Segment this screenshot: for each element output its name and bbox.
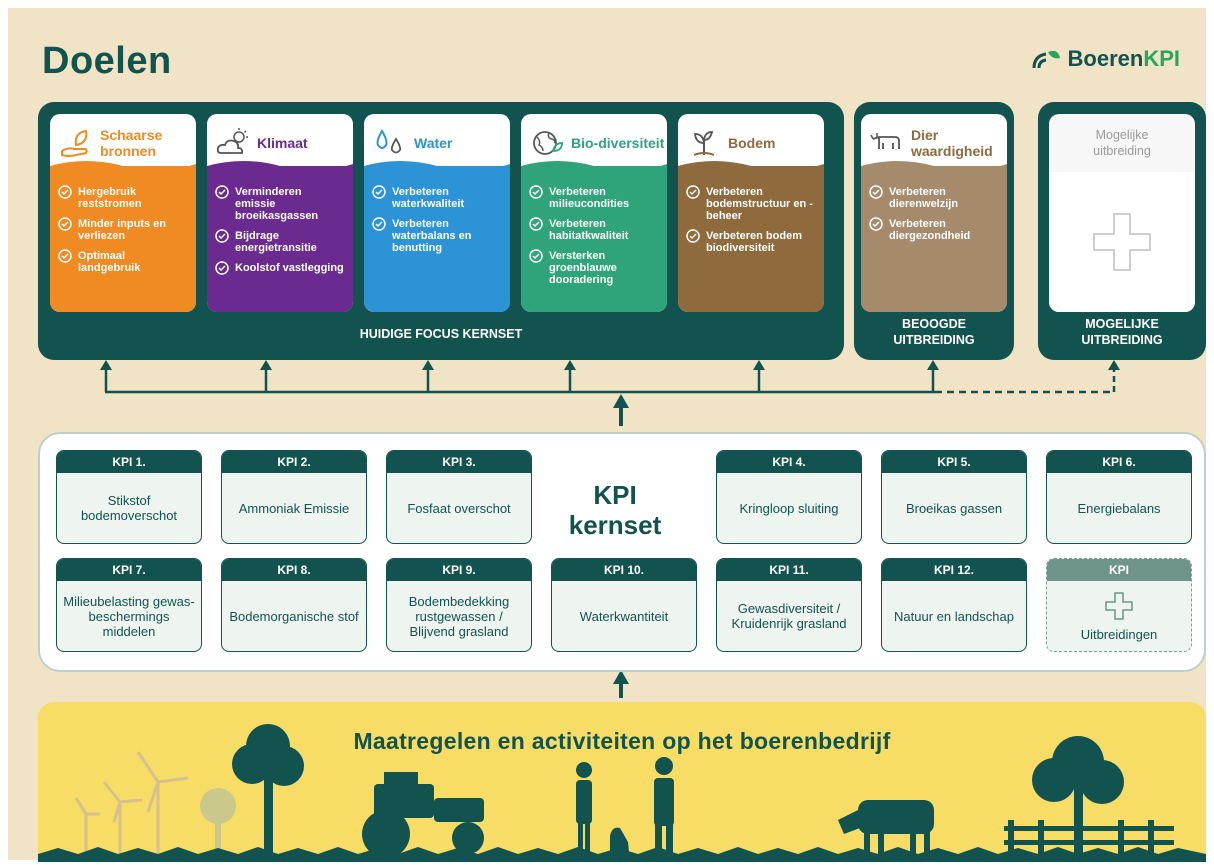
goal-item: Versterken groenblauwe dooradering: [529, 249, 659, 286]
goal-card-water: Water Verbeteren waterkwaliteit Verbeter…: [364, 114, 510, 312]
goal-card-mogelijke-uitbreiding: Mogelijke uitbreiding: [1049, 114, 1195, 312]
kpi-card: KPI 9.Bodembedekking rustgewassen / Blij…: [386, 558, 532, 652]
goal-card-biodiversiteit: Bio-diversiteit Verbeteren milieuconditi…: [521, 114, 667, 312]
goal-item: Minder inputs en verliezen: [58, 217, 188, 242]
globe-leaf-icon: [533, 131, 563, 155]
water-drops-icon: [376, 129, 402, 154]
cow-icon: [870, 133, 900, 149]
check-circle-icon: [686, 229, 700, 243]
wind-turbine-icon: [74, 751, 189, 862]
page-title: Doelen: [42, 40, 172, 82]
goal-title: Dier waardigheid: [911, 127, 993, 159]
check-circle-icon: [529, 185, 543, 199]
check-circle-icon: [869, 185, 883, 199]
check-circle-icon: [215, 185, 229, 199]
tractor-icon: [362, 772, 484, 858]
cow-silhouette: [838, 800, 934, 862]
goal-card-schaarse-bronnen: Schaarse bronnen Hergebruik reststromen …: [50, 114, 196, 312]
check-circle-icon: [372, 185, 386, 199]
kpi-card: KPI 1.Stikstof bodemoverschot: [56, 450, 202, 544]
goal-item: Verbeteren waterkwaliteit: [372, 185, 502, 210]
check-circle-icon: [529, 217, 543, 231]
logo-text-kpi: KPI: [1143, 46, 1180, 71]
people-icon: [576, 757, 674, 862]
fence-icon: [1004, 820, 1174, 862]
goal-card-bodem: Bodem Verbeteren bodemstructuur en -behe…: [678, 114, 824, 312]
goal-item: Verbeteren bodemstructuur en -beheer: [686, 185, 816, 222]
goal-title: Bodem: [728, 135, 776, 151]
goal-item: Verbeteren dierenwelzijn: [869, 185, 999, 210]
goal-card-klimaat: Klimaat Verminderen emissie broeikasgass…: [207, 114, 353, 312]
goal-item: Verbeteren diergezondheid: [869, 217, 999, 242]
goal-title: Water: [414, 135, 453, 151]
check-circle-icon: [686, 185, 700, 199]
check-circle-icon: [215, 261, 229, 275]
plus-icon: [1093, 213, 1151, 271]
sprout-icon: [693, 131, 715, 156]
logo-text-boeren: Boeren: [1067, 46, 1144, 71]
goal-item: Bijdrage energietransitie: [215, 229, 345, 254]
kpi-card: KPI 3.Fosfaat overschot: [386, 450, 532, 544]
kpi-card: KPI 10.Waterkwantiteit: [551, 558, 697, 652]
cloud-sun-icon: [216, 128, 248, 154]
goal-item: Hergebruik reststromen: [58, 185, 188, 210]
kpi-card: KPI 2.Ammoniak Emissie: [221, 450, 367, 544]
grass: [38, 847, 1206, 862]
mogelijke-uitbreiding-panel: Mogelijke uitbreiding MOGELIJKE UITBREID…: [1038, 102, 1206, 360]
check-circle-icon: [58, 185, 72, 199]
farm-landscape-illustration: [38, 724, 1206, 862]
kpi-card: KPI 12.Natuur en landschap: [881, 558, 1027, 652]
check-circle-icon: [372, 217, 386, 231]
tree-icon: [232, 724, 304, 862]
kpi-extension-card: KPI Uitbreidingen: [1046, 558, 1192, 652]
mogelijke-label: MOGELIJKE UITBREIDING: [1081, 317, 1163, 347]
kpi-card: KPI 6.Energiebalans: [1046, 450, 1192, 544]
goal-item: Verbeteren bodem biodiversiteit: [686, 229, 816, 254]
goal-item: Koolstof vastlegging: [215, 261, 345, 275]
connector-arrows: [100, 360, 1120, 698]
goal-item: Verbeteren habitatkwaliteit: [529, 217, 659, 242]
kpi-card: KPI 11.Gewasdiversiteit / Kruidenrijk gr…: [716, 558, 862, 652]
maatregelen-panel: Maatregelen en activiteiten op het boere…: [38, 702, 1206, 862]
goal-title: Schaarse bronnen: [100, 127, 163, 159]
logo-icon: [1032, 50, 1060, 69]
goal-title: Klimaat: [257, 135, 308, 151]
kpi-kernset-label: KPI kernset: [568, 480, 662, 540]
goal-item: Verbeteren milieucondities: [529, 185, 659, 210]
goal-title: Bio-diversiteit: [571, 135, 665, 151]
focus-label: HUIDIGE FOCUS KERNSET: [359, 327, 523, 341]
tree-icon: [1032, 736, 1124, 862]
kpi-card: KPI 5.Broeikas gassen: [881, 450, 1027, 544]
goal-item: Verminderen emissie broeikasgassen: [215, 185, 345, 222]
maatregelen-title: Maatregelen en activiteiten op het boere…: [353, 728, 891, 754]
focus-panel: Schaarse bronnen Hergebruik reststromen …: [38, 102, 844, 360]
kpi-panel: KPI kernset KPI 1.Stikstof bodemoverscho…: [38, 432, 1206, 672]
hand-leaf-icon: [61, 129, 88, 157]
beoogde-uitbreiding-panel: Dier waardigheid Verbeteren dierenwelzij…: [854, 102, 1014, 360]
plus-icon: [1105, 591, 1133, 620]
check-circle-icon: [869, 217, 883, 231]
beoogde-label: BEOOGDE UITBREIDING: [893, 317, 975, 347]
goal-item: Verbeteren waterbalans en benutting: [372, 217, 502, 254]
kpi-card: KPI 8.Bodemorganische stof: [221, 558, 367, 652]
check-circle-icon: [529, 249, 543, 263]
check-circle-icon: [58, 249, 72, 263]
check-circle-icon: [215, 229, 229, 243]
kpi-card: KPI 7.Milieubelasting gewas-beschermings…: [56, 558, 202, 652]
check-circle-icon: [58, 217, 72, 231]
goal-title: Mogelijke uitbreiding: [1093, 128, 1151, 158]
goal-card-dierwaardigheid: Dier waardigheid Verbeteren dierenwelzij…: [861, 114, 1007, 312]
kpi-card: KPI 4.Kringloop sluiting: [716, 450, 862, 544]
goal-item: Optimaal landgebruik: [58, 249, 188, 274]
